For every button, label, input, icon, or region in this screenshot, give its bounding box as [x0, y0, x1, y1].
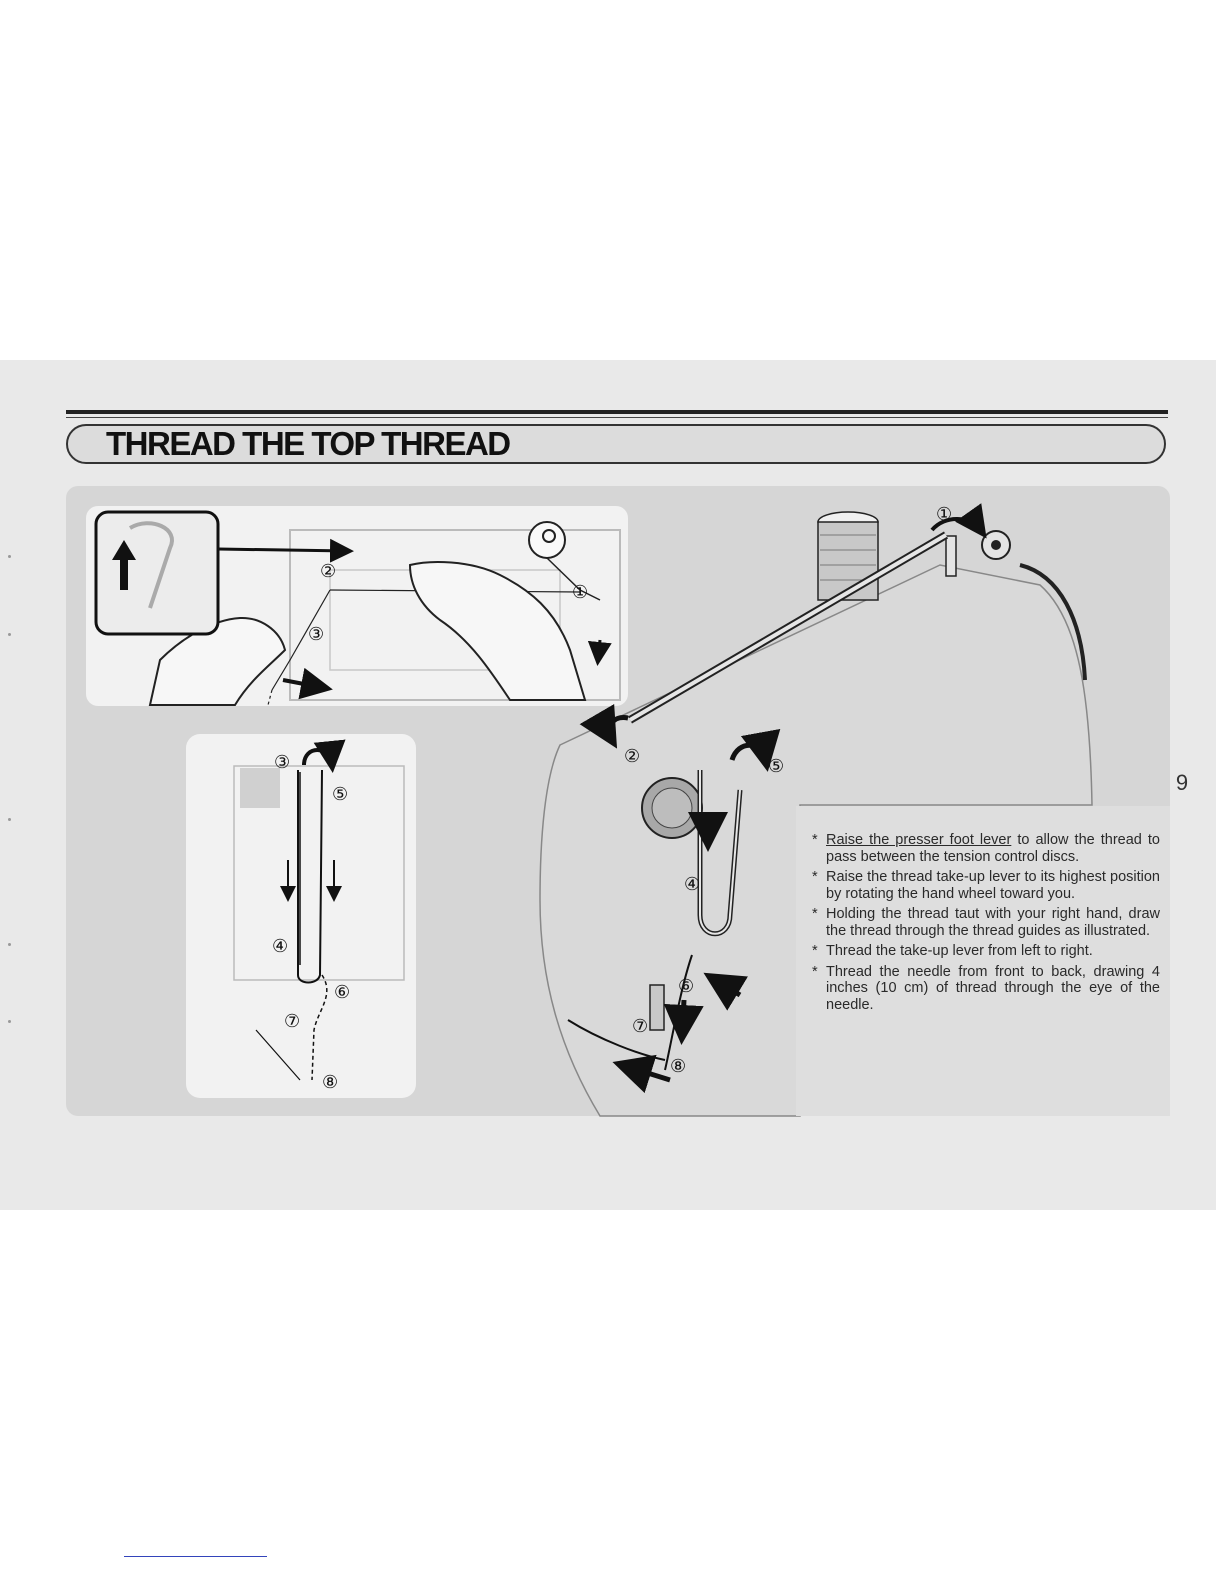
- bullet: *: [812, 869, 818, 886]
- callout-2: ②: [320, 561, 336, 582]
- instruction-text: Raise the thread take-up lever to its hi…: [826, 869, 1160, 902]
- callout-7: ⑦: [284, 1011, 300, 1032]
- callout-1: ①: [936, 504, 952, 525]
- instruction-text: Holding the thread taut with your right …: [826, 906, 1160, 939]
- instruction-list: *Raise the presser foot lever to allow t…: [812, 832, 1160, 1017]
- inset-thread-guides: [86, 506, 628, 706]
- callout-7: ⑦: [632, 1016, 648, 1037]
- instruction-text: Thread the needle from front to back, dr…: [826, 964, 1160, 1013]
- inset-tension-path: [186, 734, 416, 1098]
- footer-link-underline: [124, 1556, 267, 1557]
- instruction-item: * Thread the needle from front to back, d…: [812, 964, 1160, 1014]
- bullet: *: [812, 832, 818, 849]
- bullet: *: [812, 964, 818, 981]
- callout-6: ⑥: [678, 976, 694, 997]
- instruction-item: * Holding the thread taut with your right…: [812, 906, 1160, 939]
- instruction-text: Thread the take-up lever from left to ri…: [826, 943, 1093, 959]
- callout-5: ⑤: [332, 784, 348, 805]
- callout-3: ③: [274, 752, 290, 773]
- callout-5: ⑤: [768, 756, 784, 777]
- callout-3: ③: [308, 624, 324, 645]
- bullet: *: [812, 906, 818, 923]
- page-number: 9: [1170, 770, 1194, 796]
- callout-4: ④: [684, 874, 700, 895]
- callout-8: ⑧: [670, 1056, 686, 1077]
- instruction-emphasis: Raise the presser foot lever: [826, 832, 1011, 848]
- callout-6: ⑥: [334, 982, 350, 1003]
- callout-4: ④: [272, 936, 288, 957]
- instruction-item: *Raise the presser foot lever to allow t…: [812, 832, 1160, 865]
- bullet: *: [812, 943, 818, 960]
- callout-2: ②: [624, 746, 640, 767]
- callout-8: ⑧: [322, 1072, 338, 1093]
- instruction-item: * Thread the take-up lever from left to r…: [812, 943, 1160, 960]
- callout-1: ①: [572, 582, 588, 603]
- instruction-item: * Raise the thread take-up lever to its h…: [812, 869, 1160, 902]
